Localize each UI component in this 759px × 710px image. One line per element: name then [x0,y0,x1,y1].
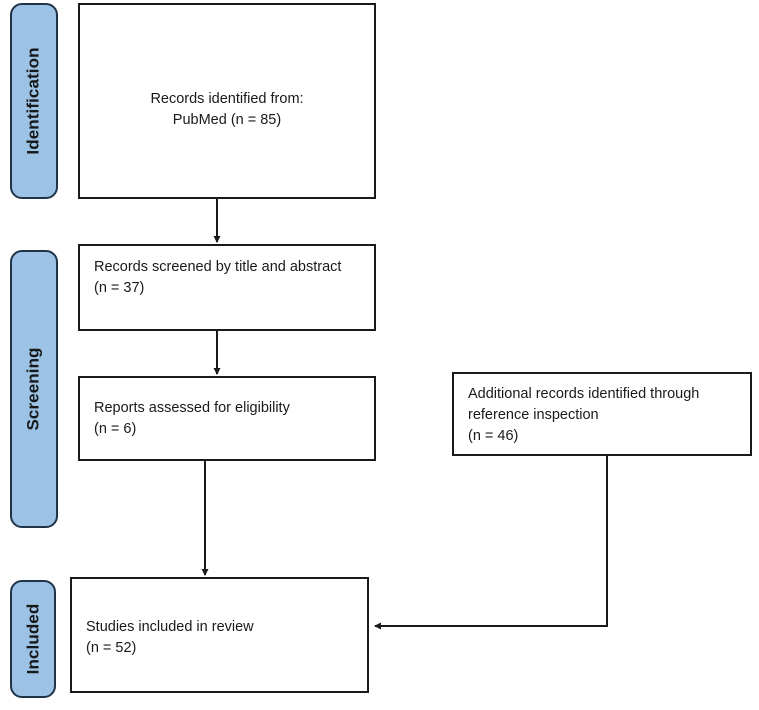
stage-label-included: Included [23,603,43,675]
box-records-screened-text: Records screened by title and abstract (… [94,259,342,296]
stage-badge-identification: Identification [10,3,58,199]
box-studies-included-text: Studies included in review (n = 52) [86,619,254,656]
connector-additional-to-included [374,456,608,630]
box-reports-assessed: Reports assessed for eligibility (n = 6) [78,376,376,461]
box-records-screened: Records screened by title and abstract (… [78,244,376,331]
box-additional-records: Additional records identified through re… [452,372,752,456]
box-records-identified-text: Records identified from: PubMed (n = 85) [150,91,304,128]
box-reports-assessed-text: Reports assessed for eligibility (n = 6) [94,400,290,437]
stage-badge-screening: Screening [10,250,58,528]
box-studies-included: Studies included in review (n = 52) [70,577,369,693]
stage-label-screening: Screening [24,347,44,431]
box-additional-records-text: Additional records identified through re… [468,386,700,444]
box-records-identified: Records identified from: PubMed (n = 85) [78,3,376,199]
stage-badge-included: Included [10,580,56,698]
stage-label-identification: Identification [24,47,43,155]
